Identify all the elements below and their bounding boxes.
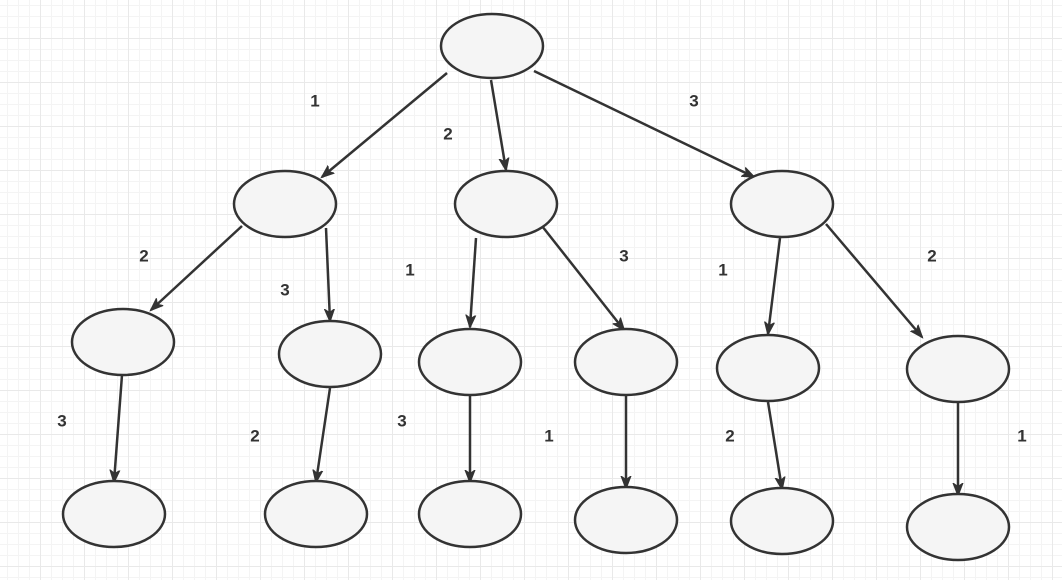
tree-node — [417, 327, 523, 397]
tree-node-leaf — [61, 479, 167, 549]
edge-label: 2 — [250, 427, 259, 446]
edge-label: 3 — [280, 281, 289, 300]
tree-edge — [326, 227, 330, 321]
tree-edge — [151, 225, 243, 310]
tree-edge — [768, 237, 782, 334]
tree-edge — [470, 237, 478, 327]
tree-node-leaf — [573, 485, 679, 555]
tree-node — [573, 327, 679, 397]
tree-node-leaf — [417, 479, 523, 549]
tree-node — [453, 169, 559, 239]
tree-node-leaf — [905, 492, 1011, 562]
edge-label: 1 — [718, 261, 727, 280]
edge-label: 3 — [397, 412, 406, 431]
tree-node-leaf — [263, 479, 369, 549]
edge-label: 3 — [57, 412, 66, 431]
edge-label: 2 — [443, 125, 452, 144]
edge-label: 1 — [544, 427, 553, 446]
edge-label: 2 — [927, 247, 936, 266]
edge-label: 2 — [139, 247, 148, 266]
tree-node-leaf — [729, 486, 835, 556]
tree-edge — [825, 223, 922, 337]
tree-node-root — [439, 12, 545, 80]
tree-edge — [114, 374, 124, 482]
tree-edge — [316, 387, 332, 482]
edge-label: 1 — [1017, 427, 1026, 446]
edge-label: 1 — [310, 92, 319, 111]
tree-node — [729, 169, 835, 239]
edges — [114, 69, 958, 495]
tree-node — [715, 333, 821, 403]
edge-label: 3 — [619, 247, 628, 266]
tree-edge — [489, 79, 506, 170]
nodes — [61, 12, 1011, 562]
tree-edge — [322, 72, 448, 177]
edge-label: 3 — [689, 92, 698, 111]
tree-node — [70, 307, 176, 377]
tree-edge — [533, 69, 754, 179]
tree-node — [905, 334, 1011, 404]
edge-label: 1 — [405, 261, 414, 280]
tree-edge — [541, 225, 624, 330]
tree-node — [277, 319, 383, 389]
tree-edge — [766, 401, 782, 489]
edge-labels: 1 2 3 2 3 1 3 1 2 3 2 3 1 2 1 — [57, 92, 1026, 446]
edge-label: 2 — [725, 427, 734, 446]
tree-node — [232, 169, 338, 239]
